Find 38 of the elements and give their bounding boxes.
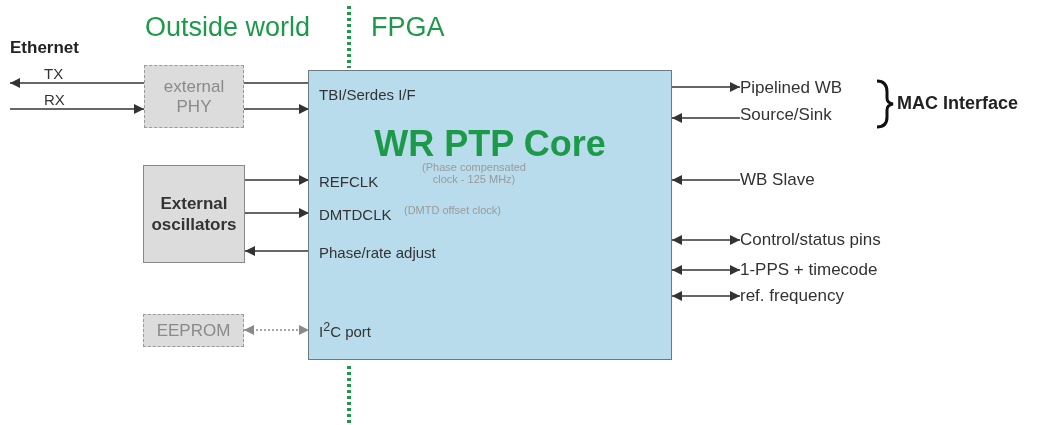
arrow <box>9 78 145 88</box>
block-title: WR PTP Core <box>373 123 607 164</box>
arrow <box>671 82 741 92</box>
signal-label: Control/status pins <box>740 229 881 251</box>
edge-label: RX <box>42 92 67 107</box>
arrow <box>244 175 310 185</box>
signal-label: Pipelined WB <box>740 77 843 99</box>
signal-label: WB Slave <box>740 168 815 192</box>
component-box: External oscillators <box>143 165 245 263</box>
arrow <box>671 265 741 275</box>
connector-line <box>243 82 310 84</box>
core-block <box>308 70 672 360</box>
arrow <box>671 175 741 185</box>
region-heading: Outside world <box>145 12 311 43</box>
region-heading: FPGA <box>371 12 445 43</box>
port-label: DMTDCLK <box>309 202 394 226</box>
arrow <box>671 235 741 245</box>
edge-label: TX <box>42 66 66 81</box>
signal-label: Source/Sink <box>740 104 832 126</box>
group-label: MAC Interface <box>897 93 1019 114</box>
arrow <box>9 104 145 114</box>
annotation-text: (Phase compensated clock - 125 MHz) <box>421 161 527 186</box>
arrow <box>244 246 310 256</box>
annotation-text: (DMTD offset clock) <box>403 204 502 217</box>
arrow <box>243 104 310 114</box>
arrow <box>244 208 310 218</box>
port-label: I$^{2}$C port <box>309 318 373 342</box>
port-label: REFCLK <box>309 169 381 193</box>
component-box: EEPROM <box>143 314 244 347</box>
arrow <box>243 325 310 335</box>
signal-label: ref. frequency <box>740 285 844 307</box>
group-label: Ethernet <box>10 38 79 58</box>
arrow <box>671 291 741 301</box>
port-label: Phase/rate adjust <box>309 240 438 264</box>
signal-label: 1-PPS + timecode <box>740 259 878 281</box>
component-box: external PHY <box>144 65 244 128</box>
arrow <box>671 113 741 123</box>
port-label: TBI/Serdes I/F <box>309 79 418 109</box>
